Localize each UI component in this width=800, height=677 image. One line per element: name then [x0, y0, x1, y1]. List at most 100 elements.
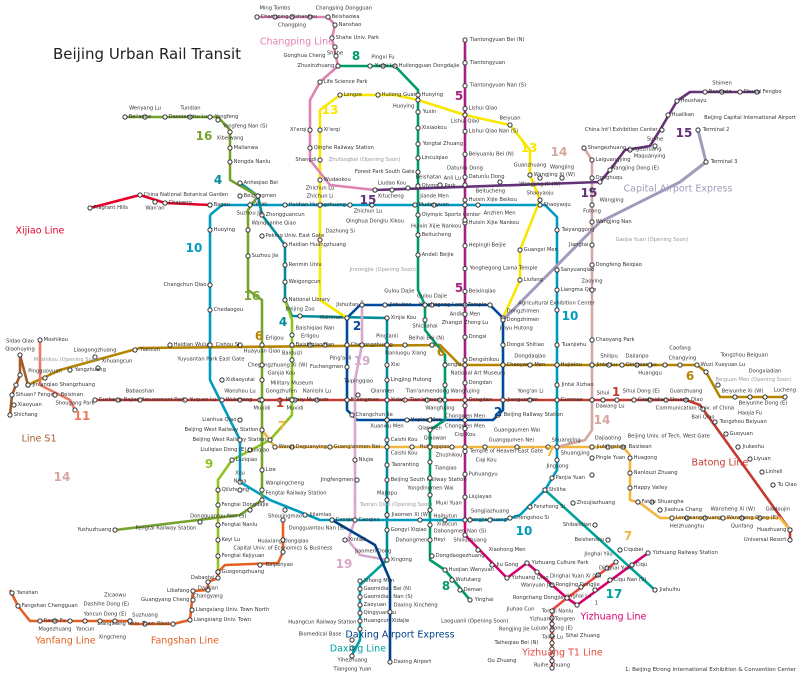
- station-marker[interactable]: [527, 362, 533, 368]
- station-marker[interactable]: [737, 89, 743, 95]
- station-marker[interactable]: [564, 595, 570, 601]
- station-marker[interactable]: [259, 342, 265, 348]
- station-marker[interactable]: [7, 412, 13, 418]
- station-marker[interactable]: [703, 369, 709, 375]
- station-marker[interactable]: [427, 459, 433, 465]
- station-marker[interactable]: [384, 377, 390, 383]
- station-marker[interactable]: [42, 375, 48, 381]
- station-marker[interactable]: [267, 437, 273, 443]
- station-marker[interactable]: [659, 127, 665, 133]
- station-marker[interactable]: [613, 559, 619, 565]
- station-marker[interactable]: [462, 444, 468, 450]
- station-marker[interactable]: [554, 382, 560, 388]
- station-marker[interactable]: [537, 202, 543, 208]
- station-marker[interactable]: [282, 507, 288, 513]
- station-marker[interactable]: [427, 417, 433, 423]
- station-marker[interactable]: [762, 394, 768, 400]
- station-marker[interactable]: [462, 403, 468, 409]
- station-marker[interactable]: [554, 287, 560, 293]
- station-marker[interactable]: [462, 265, 468, 272]
- station-marker[interactable]: [517, 247, 523, 253]
- station-marker[interactable]: [245, 227, 251, 233]
- station-marker[interactable]: [205, 579, 211, 585]
- station-marker[interactable]: [405, 185, 411, 191]
- station-marker[interactable]: [344, 342, 350, 348]
- station-marker[interactable]: [402, 397, 408, 403]
- station-marker[interactable]: [392, 63, 398, 69]
- station-marker[interactable]: [280, 537, 286, 543]
- station-marker[interactable]: [282, 279, 288, 285]
- station-marker[interactable]: [344, 397, 350, 403]
- station-marker[interactable]: [652, 143, 658, 149]
- station-marker[interactable]: [415, 92, 421, 98]
- station-marker[interactable]: [754, 89, 760, 95]
- station-marker[interactable]: [462, 380, 468, 386]
- station-marker[interactable]: [272, 14, 278, 20]
- station-marker[interactable]: [37, 337, 43, 343]
- station-marker[interactable]: [517, 277, 523, 283]
- station-marker[interactable]: [534, 569, 540, 575]
- station-marker[interactable]: [462, 302, 468, 308]
- station-marker[interactable]: [549, 665, 555, 671]
- station-marker[interactable]: [787, 537, 793, 543]
- station-marker[interactable]: [167, 342, 173, 348]
- station-marker[interactable]: [215, 502, 221, 508]
- station-marker[interactable]: [462, 494, 468, 500]
- station-marker[interactable]: [578, 584, 584, 590]
- station-marker[interactable]: [657, 507, 663, 513]
- station-marker[interactable]: [665, 112, 671, 118]
- station-marker[interactable]: [237, 193, 243, 199]
- station-marker[interactable]: [355, 392, 361, 398]
- station-marker[interactable]: [715, 382, 721, 388]
- station-marker[interactable]: [607, 167, 613, 173]
- station-marker[interactable]: [92, 397, 98, 403]
- station-marker[interactable]: [207, 202, 213, 208]
- station-marker[interactable]: [500, 362, 506, 368]
- station-marker[interactable]: [487, 302, 493, 308]
- station-marker[interactable]: [317, 127, 323, 133]
- station-marker[interactable]: [462, 417, 468, 423]
- station-marker[interactable]: [757, 515, 763, 521]
- station-marker[interactable]: [589, 397, 595, 403]
- station-marker[interactable]: [427, 522, 433, 528]
- station-marker[interactable]: [549, 640, 555, 646]
- station-marker[interactable]: [280, 549, 286, 555]
- station-marker[interactable]: [142, 114, 148, 120]
- station-marker[interactable]: [429, 302, 435, 308]
- station-marker[interactable]: [87, 205, 93, 211]
- station-marker[interactable]: [205, 587, 211, 593]
- station-marker[interactable]: [462, 105, 468, 112]
- station-marker[interactable]: [549, 615, 555, 621]
- station-marker[interactable]: [384, 315, 390, 321]
- station-marker[interactable]: [647, 397, 653, 403]
- station-marker[interactable]: [462, 334, 468, 340]
- station-marker[interactable]: [487, 517, 493, 523]
- station-marker[interactable]: [282, 262, 288, 268]
- station-marker[interactable]: [504, 575, 510, 581]
- station-marker[interactable]: [384, 477, 390, 483]
- station-marker[interactable]: [384, 527, 390, 533]
- station-marker[interactable]: [272, 444, 278, 450]
- station-marker[interactable]: [97, 618, 103, 624]
- station-marker[interactable]: [720, 515, 726, 521]
- station-marker[interactable]: [427, 444, 433, 450]
- station-marker[interactable]: [384, 557, 390, 563]
- station-marker[interactable]: [589, 362, 595, 368]
- station-marker[interactable]: [527, 172, 533, 178]
- station-marker[interactable]: [354, 477, 360, 483]
- station-marker[interactable]: [605, 537, 611, 543]
- station-marker[interactable]: [289, 332, 295, 338]
- station-marker[interactable]: [25, 382, 31, 388]
- station-marker[interactable]: [237, 397, 243, 403]
- station-marker[interactable]: [589, 287, 595, 293]
- station-marker[interactable]: [329, 35, 335, 41]
- station-marker[interactable]: [387, 609, 393, 615]
- station-marker[interactable]: [307, 145, 313, 151]
- station-marker[interactable]: [11, 402, 17, 408]
- station-marker[interactable]: [259, 362, 265, 368]
- station-marker[interactable]: [207, 307, 213, 313]
- station-marker[interactable]: [581, 145, 587, 151]
- station-marker[interactable]: [527, 397, 533, 403]
- station-marker[interactable]: [427, 475, 433, 481]
- station-marker[interactable]: [732, 394, 738, 400]
